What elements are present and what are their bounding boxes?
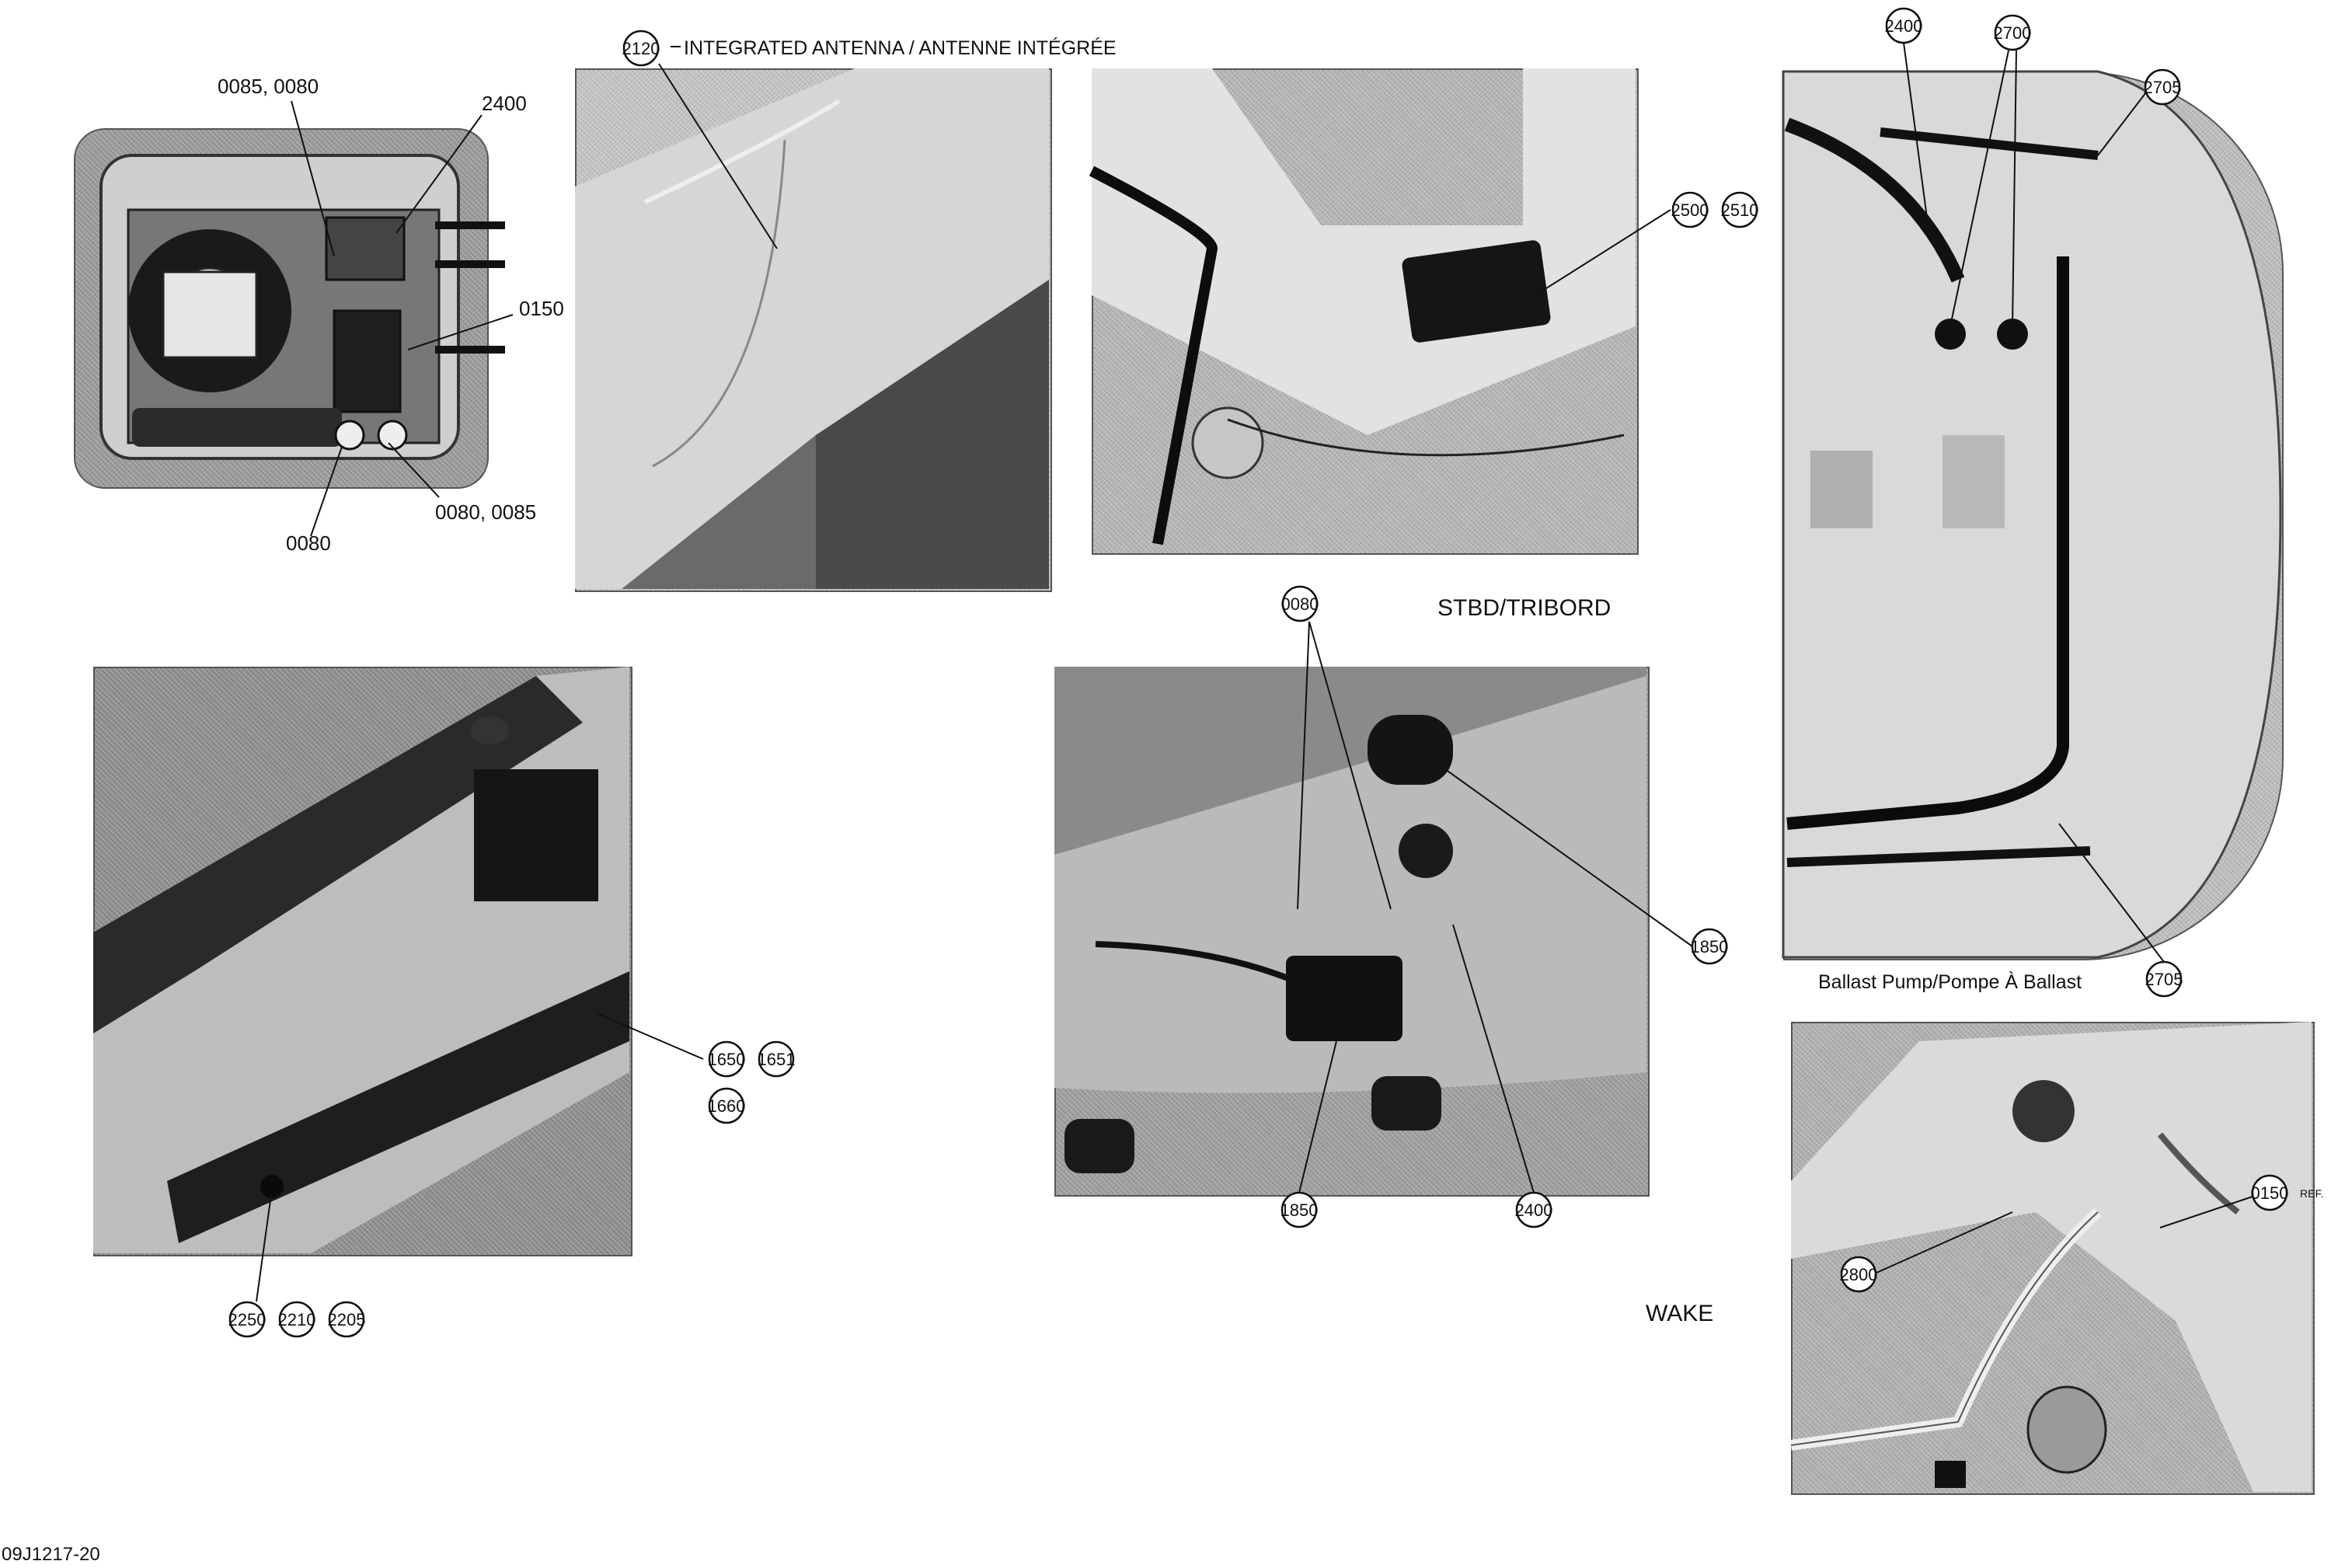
callout-2205: 2205 xyxy=(328,1301,366,1338)
ballast-label: Ballast Pump/Pompe À Ballast xyxy=(1818,970,2082,993)
svg-text:2705: 2705 xyxy=(2144,78,2182,97)
figure-code: 09J1217-20 xyxy=(2,1544,100,1565)
callout-1850-right: 1850 xyxy=(1691,928,1729,965)
svg-text:2250: 2250 xyxy=(228,1310,267,1329)
callout-0150: 0150 xyxy=(2251,1174,2289,1211)
svg-text:2120: 2120 xyxy=(622,39,660,58)
svg-text:2210: 2210 xyxy=(278,1310,316,1329)
svg-text:2205: 2205 xyxy=(328,1310,366,1329)
electrical-box-leaders xyxy=(291,100,514,537)
callout-2400-top: 2400 xyxy=(1885,7,1923,44)
antenna-leader xyxy=(658,63,778,249)
callout-1660: 1660 xyxy=(708,1087,746,1124)
electrical-box-illustration xyxy=(99,154,505,460)
svg-text:2400: 2400 xyxy=(1515,1200,1553,1220)
svg-text:2705: 2705 xyxy=(2145,970,2183,989)
wake-leaders xyxy=(1876,1196,2253,1274)
ref-2400: 2400 xyxy=(482,92,527,115)
callout-2500: 2500 xyxy=(1671,191,1709,228)
svg-text:2800: 2800 xyxy=(1840,1265,1878,1284)
hull-illustration xyxy=(1782,70,2282,959)
antenna-illustration xyxy=(575,68,1049,589)
callout-1651: 1651 xyxy=(758,1040,796,1078)
ref-0085-0080: 0085, 0080 xyxy=(218,75,319,98)
svg-text:2510: 2510 xyxy=(1721,200,1759,220)
console-illustration xyxy=(1089,68,1636,545)
antenna-label: INTEGRATED ANTENNA / ANTENNE INTÉGRÉE xyxy=(684,37,1117,59)
starboard-illustration xyxy=(1054,667,1646,1173)
deck-leaders xyxy=(256,1013,704,1302)
svg-text:1651: 1651 xyxy=(758,1050,796,1069)
deck-illustration xyxy=(93,667,629,1253)
svg-text:1850: 1850 xyxy=(1691,937,1729,956)
svg-text:2700: 2700 xyxy=(1994,23,2032,43)
svg-text:1650: 1650 xyxy=(708,1050,746,1069)
hull-leaders xyxy=(1903,42,2165,963)
ref-0080-0085: 0080, 0085 xyxy=(435,500,536,524)
wake-label: WAKE xyxy=(1646,1301,1713,1326)
callout-1850-bottom: 1850 xyxy=(1280,1191,1319,1228)
callout-2400-bottom: 2400 xyxy=(1515,1191,1553,1228)
callout-2210: 2210 xyxy=(278,1301,316,1338)
callout-1650: 1650 xyxy=(708,1040,746,1078)
svg-text:2500: 2500 xyxy=(1671,200,1709,220)
callout-2705-top: 2705 xyxy=(2144,68,2182,106)
ref-0150: 0150 xyxy=(519,297,564,320)
svg-text:2400: 2400 xyxy=(1885,16,1923,36)
ref-label: REF. xyxy=(2300,1187,2323,1200)
callout-2120: 2120 xyxy=(622,30,660,67)
stbd-label: STBD/TRIBORD xyxy=(1437,595,1611,621)
callout-2800: 2800 xyxy=(1840,1256,1878,1293)
svg-text:0150: 0150 xyxy=(2251,1183,2289,1203)
callout-0080: 0080 xyxy=(1281,585,1319,622)
svg-text:1660: 1660 xyxy=(708,1096,746,1116)
callout-2510: 2510 xyxy=(1721,191,1759,228)
svg-text:0080: 0080 xyxy=(1281,594,1319,614)
callout-2700: 2700 xyxy=(1994,14,2032,51)
starboard-leaders xyxy=(1297,621,1693,1193)
callout-2705-bottom: 2705 xyxy=(2145,960,2183,998)
console-leader xyxy=(1522,209,1671,304)
ref-0080: 0080 xyxy=(286,531,331,555)
svg-text:1850: 1850 xyxy=(1280,1200,1319,1220)
callout-2250: 2250 xyxy=(228,1301,267,1338)
wake-illustration xyxy=(1790,1022,2312,1492)
